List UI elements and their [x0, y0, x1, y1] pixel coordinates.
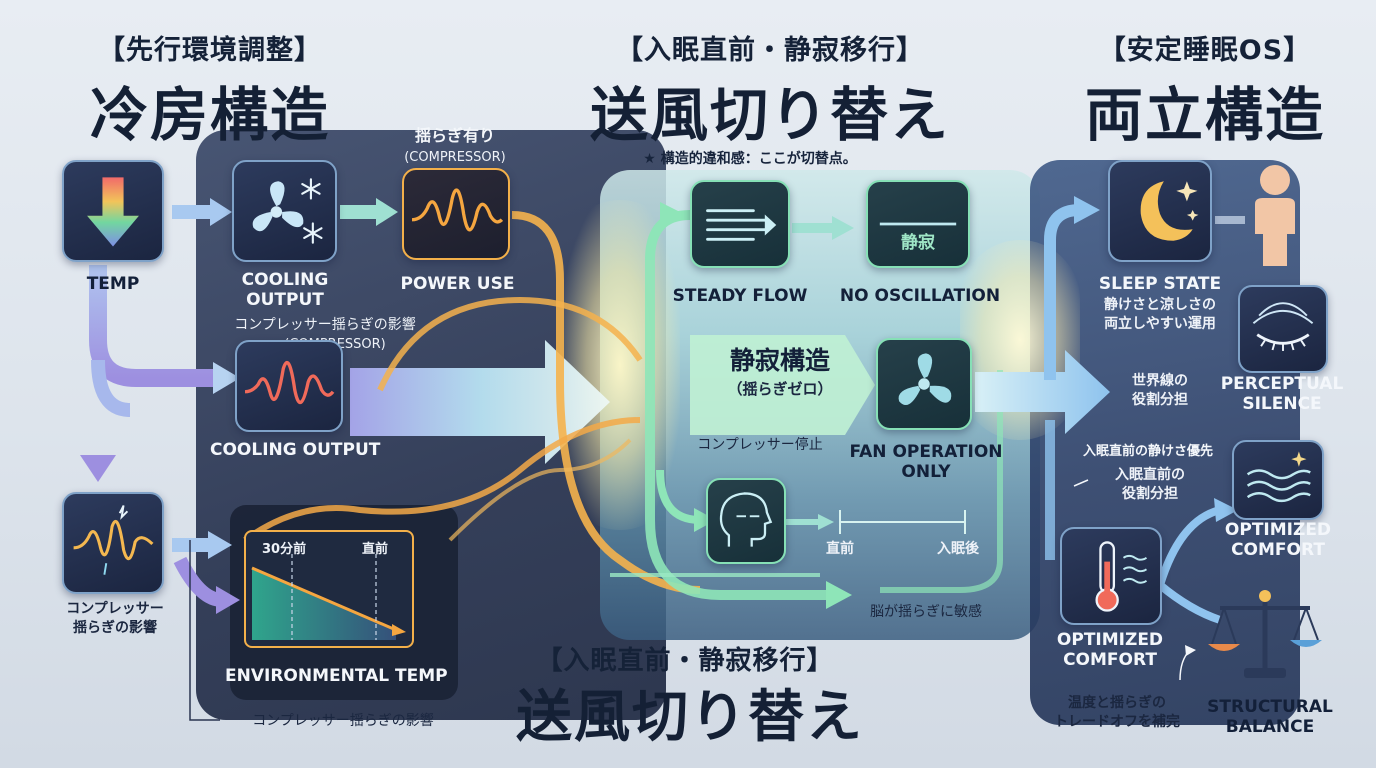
head-profile-icon [719, 492, 773, 547]
cooling-output-2-node[interactable] [235, 340, 343, 432]
perceptual-silence-node[interactable] [1238, 285, 1328, 373]
wave-icon [244, 361, 335, 404]
thermometer-icon [1095, 541, 1148, 612]
person-icon [1245, 160, 1305, 270]
silence-icon [879, 222, 957, 226]
perceptual-silence-label: PERCEPTUAL SILENCE [1220, 374, 1344, 414]
fan-icon [898, 353, 952, 406]
middle-subtitle: 【入眠直前・静寂移行】 [616, 35, 924, 66]
middle-title: 送風切り替え [589, 81, 950, 149]
balance-scale-icon [1200, 582, 1330, 687]
right-title: 両立構造 [1084, 81, 1325, 149]
no-oscillation-label: NO OSCILLATION [839, 286, 1001, 306]
power-use-top-sub: (COMPRESSOR) [404, 150, 506, 165]
cooling-output-2-label: COOLING OUTPUT [210, 440, 381, 460]
power-use-label: POWER USE [400, 274, 515, 294]
fan-snowflake-icon [252, 178, 323, 244]
steady-flow-node[interactable] [690, 180, 790, 268]
tradeoff-note: 温度と揺らぎの トレードオフを補完 [1054, 695, 1180, 730]
optimized-comfort-right-label: OPTIMIZED COMFORT [1224, 520, 1332, 560]
compressor-spark-node[interactable] [62, 492, 164, 594]
env-chart-end: 直前 [362, 542, 389, 557]
presleep-role-label: 入眠直前の 役割分担 [1115, 467, 1185, 502]
env-temp-graph [251, 554, 406, 640]
env-chart-start: 30分前 [262, 542, 307, 557]
optimized-comfort-left-node[interactable] [1060, 527, 1162, 625]
temp-node[interactable] [62, 160, 164, 262]
silence-structure-label: 静寂構造 [729, 346, 830, 375]
bottom-compressor-note: コンプレッサー揺らぎの影響 [252, 713, 434, 729]
brain-note: 脳が揺らぎに敏感 [870, 604, 982, 620]
env-temp-chart[interactable]: 30分前 直前 [244, 530, 414, 648]
waves-sparkle-icon [1246, 451, 1311, 503]
optimized-comfort-left-label: OPTIMIZED COMFORT [1056, 630, 1164, 670]
timeline-end: 入眠後 [937, 541, 979, 557]
bottom-title: 送風切り替え [516, 685, 864, 750]
cooling-output-label: COOLING OUTPUT [241, 270, 329, 310]
middle-note: ★ 構造的違和感：ここが切替点。 [643, 151, 857, 167]
silence-structure-sub: （揺らぎゼロ） [727, 380, 833, 398]
power-use-top-label: 揺らぎ有り [414, 126, 495, 145]
compressor-stop-label: コンプレッサー停止 [697, 437, 823, 453]
silence-kanji: 静寂 [901, 233, 935, 253]
optimized-comfort-right-node[interactable] [1232, 440, 1324, 520]
steady-flow-icon [706, 209, 777, 241]
steady-flow-label: STEADY FLOW [672, 286, 808, 306]
timeline-start: 直前 [826, 541, 854, 557]
right-subtitle: 【安定睡眠OS】 [1098, 35, 1312, 66]
sleep-state-label: SLEEP STATE [1098, 274, 1222, 294]
fan-operation-label: FAN OPERATION ONLY [849, 442, 1003, 482]
sleep-state-node[interactable] [1108, 160, 1212, 262]
compressor-influence-label: コンプレッサー 揺らぎの影響 [66, 601, 164, 636]
spark-wave-icon [73, 505, 154, 575]
brain-node[interactable] [706, 478, 786, 564]
sleep-state-sub: 静けさと涼しさの 両立しやすい運用 [1104, 297, 1216, 332]
closed-eye-icon [1252, 302, 1314, 351]
power-use-node[interactable] [402, 168, 510, 260]
no-oscillation-node[interactable]: 静寂 [866, 180, 970, 268]
temp-label: TEMP [86, 274, 140, 294]
fan-operation-node[interactable] [876, 338, 972, 430]
wave-icon [411, 188, 504, 232]
quiet-priority-label: 入眠直前の静けさ優先 [1082, 444, 1213, 459]
worldline-label: 世界線の 役割分担 [1132, 373, 1188, 408]
arrow-down-icon [87, 177, 139, 247]
structural-balance-label: STRUCTURAL BALANCE [1207, 697, 1333, 737]
compressor-note: コンプレッサー揺らぎの影響 [234, 317, 416, 333]
cooling-output-node[interactable] [232, 160, 337, 262]
left-title: 冷房構造 [89, 81, 330, 149]
left-subtitle: 【先行環境調整】 [98, 35, 322, 66]
bottom-subtitle: 【入眠直前・静寂移行】 [536, 646, 834, 676]
moon-stars-icon [1140, 181, 1199, 241]
env-temp-label: ENVIRONMENTAL TEMP [225, 666, 448, 686]
